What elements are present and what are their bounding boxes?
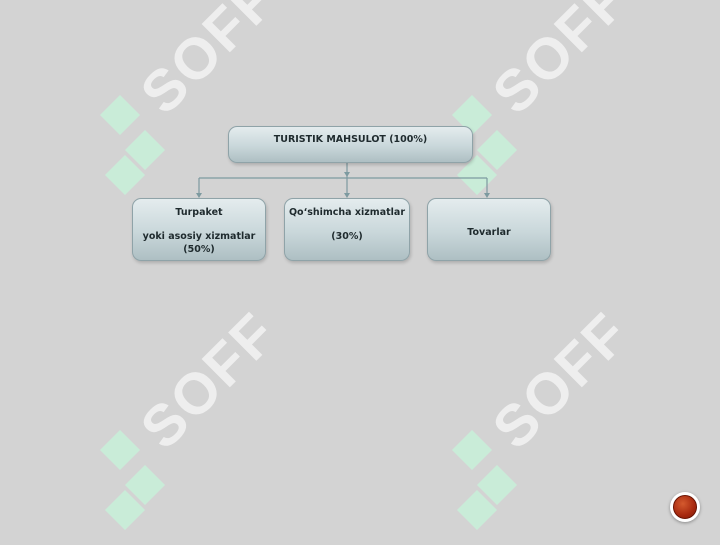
soff-logo-icon: [100, 95, 165, 195]
watermark: SOFF: [447, 300, 647, 535]
node-percent: (50%): [183, 244, 215, 255]
child-node-qoshimcha: Qo‘shimcha xizmatlar (30%): [284, 198, 410, 261]
node-title: Qo‘shimcha xizmatlar: [288, 207, 405, 218]
watermark: SOFF: [95, 300, 295, 535]
child-node-tovarlar: Tovarlar: [427, 198, 551, 261]
watermark: SOFF: [95, 0, 295, 200]
node-percent: (30%): [331, 231, 363, 242]
node-subtitle: yoki asosiy xizmatlar: [142, 231, 256, 242]
node-title: Tovarlar: [467, 227, 511, 238]
root-node-label: TURISTIK MAHSULOT (100%): [273, 134, 428, 145]
root-node: TURISTIK MAHSULOT (100%): [228, 126, 473, 163]
watermark: SOFF: [447, 0, 647, 200]
soff-logo-icon: [452, 95, 517, 195]
soff-logo-icon: [100, 430, 165, 530]
next-slide-icon[interactable]: [673, 495, 697, 519]
next-slide-button[interactable]: [670, 492, 700, 522]
node-title: Turpaket: [175, 207, 223, 218]
soff-logo-icon: [452, 430, 517, 530]
child-node-turpaket: Turpaket yoki asosiy xizmatlar (50%): [132, 198, 266, 261]
